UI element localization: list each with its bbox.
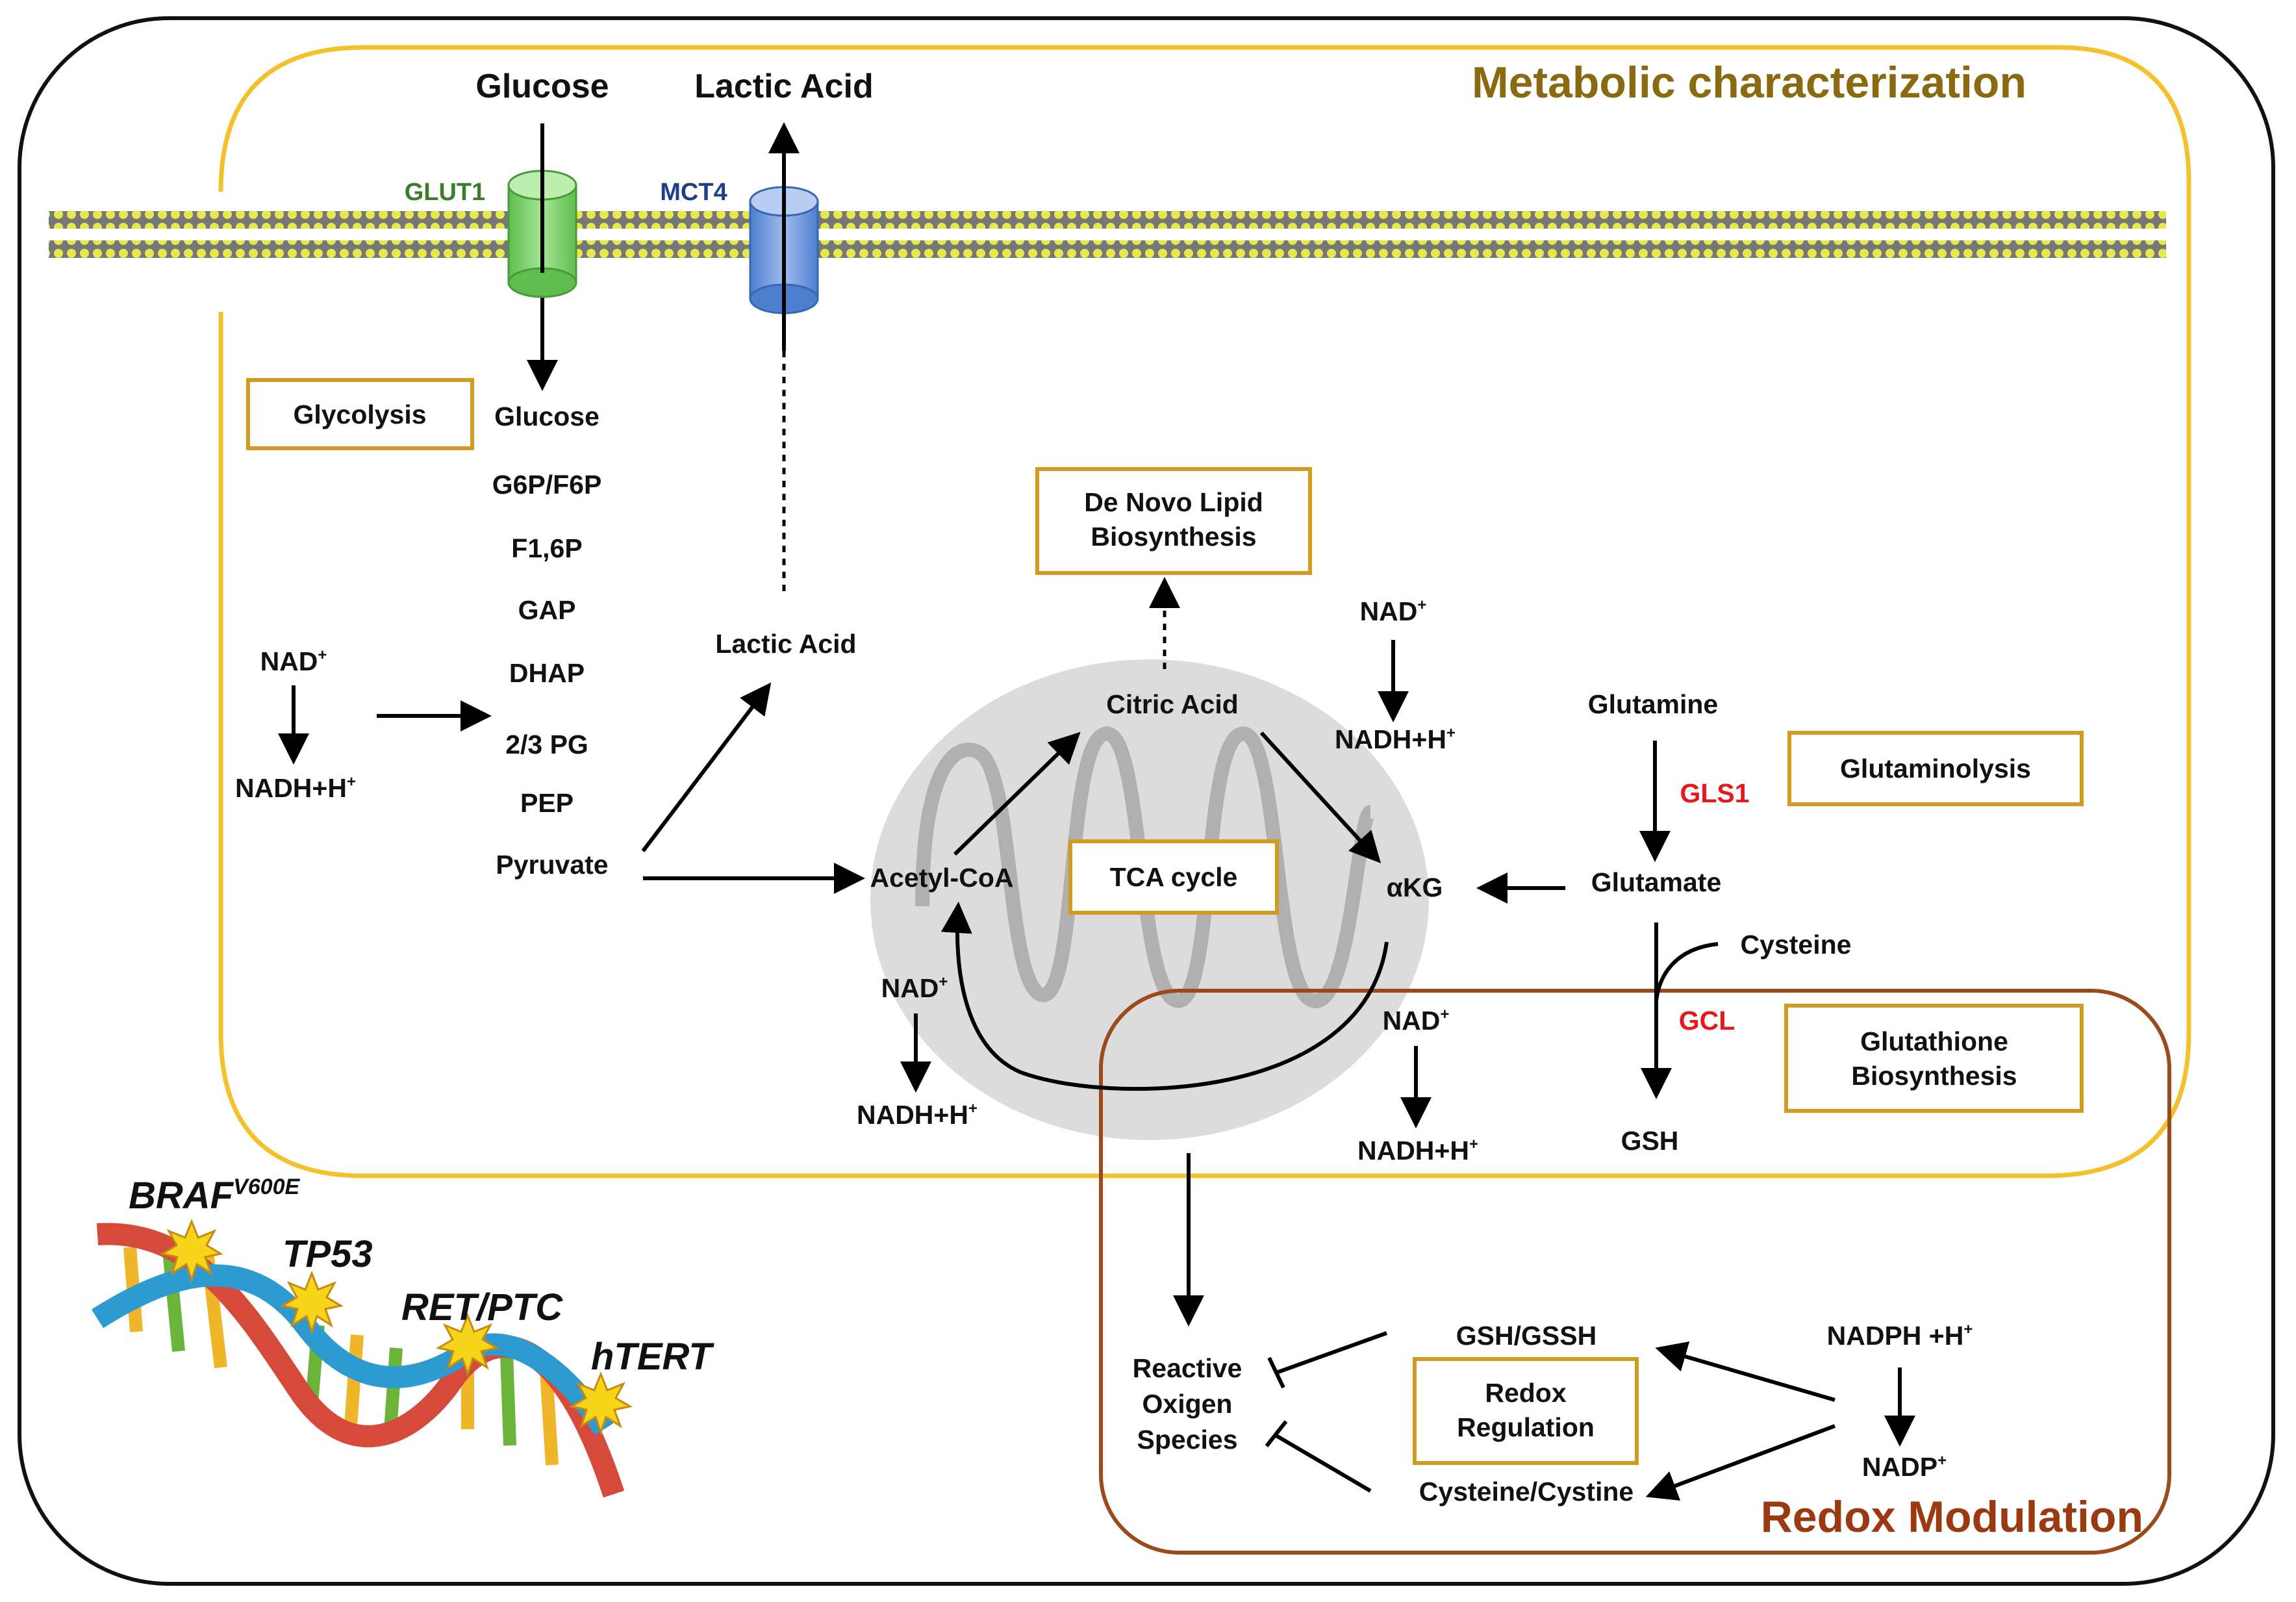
tca-nadh-2: NADH+H+ (857, 1100, 978, 1130)
citric-acid-label: Citric Acid (1106, 689, 1239, 719)
gsh-inhibit-bar (1267, 1356, 1285, 1389)
gene-braf: BRAFV600E (129, 1175, 300, 1217)
glycolysis-step: 2/3 PG (505, 730, 588, 759)
lipid-label-1: De Novo Lipid (1084, 487, 1263, 517)
pyruvate-to-lactate-arrow (641, 682, 772, 852)
cysteine-label: Cysteine (1741, 930, 1852, 960)
tca-label: TCA cycle (1110, 862, 1238, 892)
glycolysis-step: Glucose (494, 401, 599, 431)
gene-htert: hTERT (591, 1336, 714, 1378)
nadp-label: NADP+ (1862, 1452, 1947, 1482)
gsh-gssh-label: GSH/GSSH (1456, 1321, 1596, 1351)
tca-nad-1: NAD+ (1360, 596, 1427, 626)
gsh-inhibits-ros (1275, 1331, 1388, 1375)
glycolysis-step: G6P/F6P (492, 470, 602, 500)
gene-tp53: TP53 (283, 1233, 373, 1275)
ros-label-3: Species (1137, 1425, 1238, 1455)
glycolysis-steps: Glucose G6P/F6P F1,6P GAP DHAP 2/3 PG PE… (492, 401, 609, 880)
glutathione-label-2: Biosynthesis (1851, 1061, 2017, 1091)
metabolic-region-border (218, 45, 2191, 1178)
cys-inhibits-ros (1275, 1434, 1372, 1493)
ros-label-2: Oxigen (1142, 1389, 1233, 1419)
redox-regulation-label-1: Redox (1485, 1378, 1567, 1408)
gcl-label: GCL (1679, 1006, 1735, 1036)
redox-title: Redox Modulation (1761, 1492, 2143, 1542)
cell-membrane (49, 211, 2166, 258)
gls1-label: GLS1 (1680, 778, 1749, 808)
nadph-label: NADPH +H+ (1827, 1321, 1973, 1351)
glycolysis-step: GAP (518, 595, 576, 625)
pyruvate-label: Pyruvate (496, 850, 608, 880)
redox-region-border (1099, 989, 2171, 1555)
akg-to-acetylcoa-arrow (940, 902, 1389, 1091)
lipid-label-2: Biosynthesis (1091, 522, 1256, 552)
lipid-box (1035, 467, 1312, 575)
cysteine-cystine-label: Cysteine/Cystine (1419, 1477, 1634, 1507)
tca-nad-3: NAD+ (1383, 1006, 1450, 1036)
glycolysis-box (246, 378, 474, 450)
glycolysis-step: PEP (520, 788, 574, 818)
glycolysis-step: DHAP (509, 658, 585, 688)
dna-helix-graphic (91, 1218, 633, 1498)
glutaminolysis-label: Glutaminolysis (1840, 754, 2031, 783)
acetylcoa-to-citrate-arrow (953, 731, 1081, 856)
metabolic-title: Metabolic characterization (1472, 58, 2026, 107)
tca-nad-2: NAD+ (881, 973, 948, 1003)
glutamine-label: Glutamine (1588, 689, 1718, 719)
glucose-extracellular: Glucose (475, 68, 609, 105)
acetyl-coa-label: Acetyl-CoA (870, 863, 1014, 893)
cys-inhibit-bar (1265, 1420, 1288, 1447)
mct4-label: MCT4 (660, 179, 727, 206)
glutathione-box (1784, 1004, 2084, 1113)
akg-label: αKG (1387, 872, 1443, 902)
cysteine-join-curve (1654, 942, 1719, 1001)
redox-regulation-label-2: Regulation (1457, 1412, 1595, 1442)
tca-nadh-1: NADH+H+ (1335, 724, 1456, 754)
glycolysis-label: Glycolysis (293, 400, 426, 429)
citrate-to-akg-arrow (1259, 731, 1381, 863)
gsh-label: GSH (1621, 1126, 1679, 1156)
glutamate-label: Glutamate (1591, 867, 1722, 897)
ros-label-1: Reactive (1133, 1353, 1243, 1383)
nadph-to-cys-arrow (1645, 1424, 1836, 1501)
glycolysis-step: F1,6P (511, 533, 582, 563)
gene-ret-ptc: RET/PTC (401, 1286, 563, 1329)
glut1-label: GLUT1 (405, 179, 486, 206)
lactic-acid-extracellular: Lactic Acid (694, 68, 874, 105)
nadph-to-gsh-arrow (1655, 1341, 1836, 1402)
lactic-acid-intracellular: Lactic Acid (715, 629, 856, 659)
glutathione-label-1: Glutathione (1860, 1026, 2008, 1056)
tca-nadh-3: NADH+H+ (1357, 1136, 1478, 1165)
glutaminolysis-box (1787, 731, 2084, 806)
redox-regulation-box (1413, 1357, 1639, 1465)
glycolysis-nad: NAD+ (260, 646, 327, 676)
glycolysis-nadh: NADH+H+ (235, 773, 356, 803)
tca-box (1068, 839, 1279, 915)
